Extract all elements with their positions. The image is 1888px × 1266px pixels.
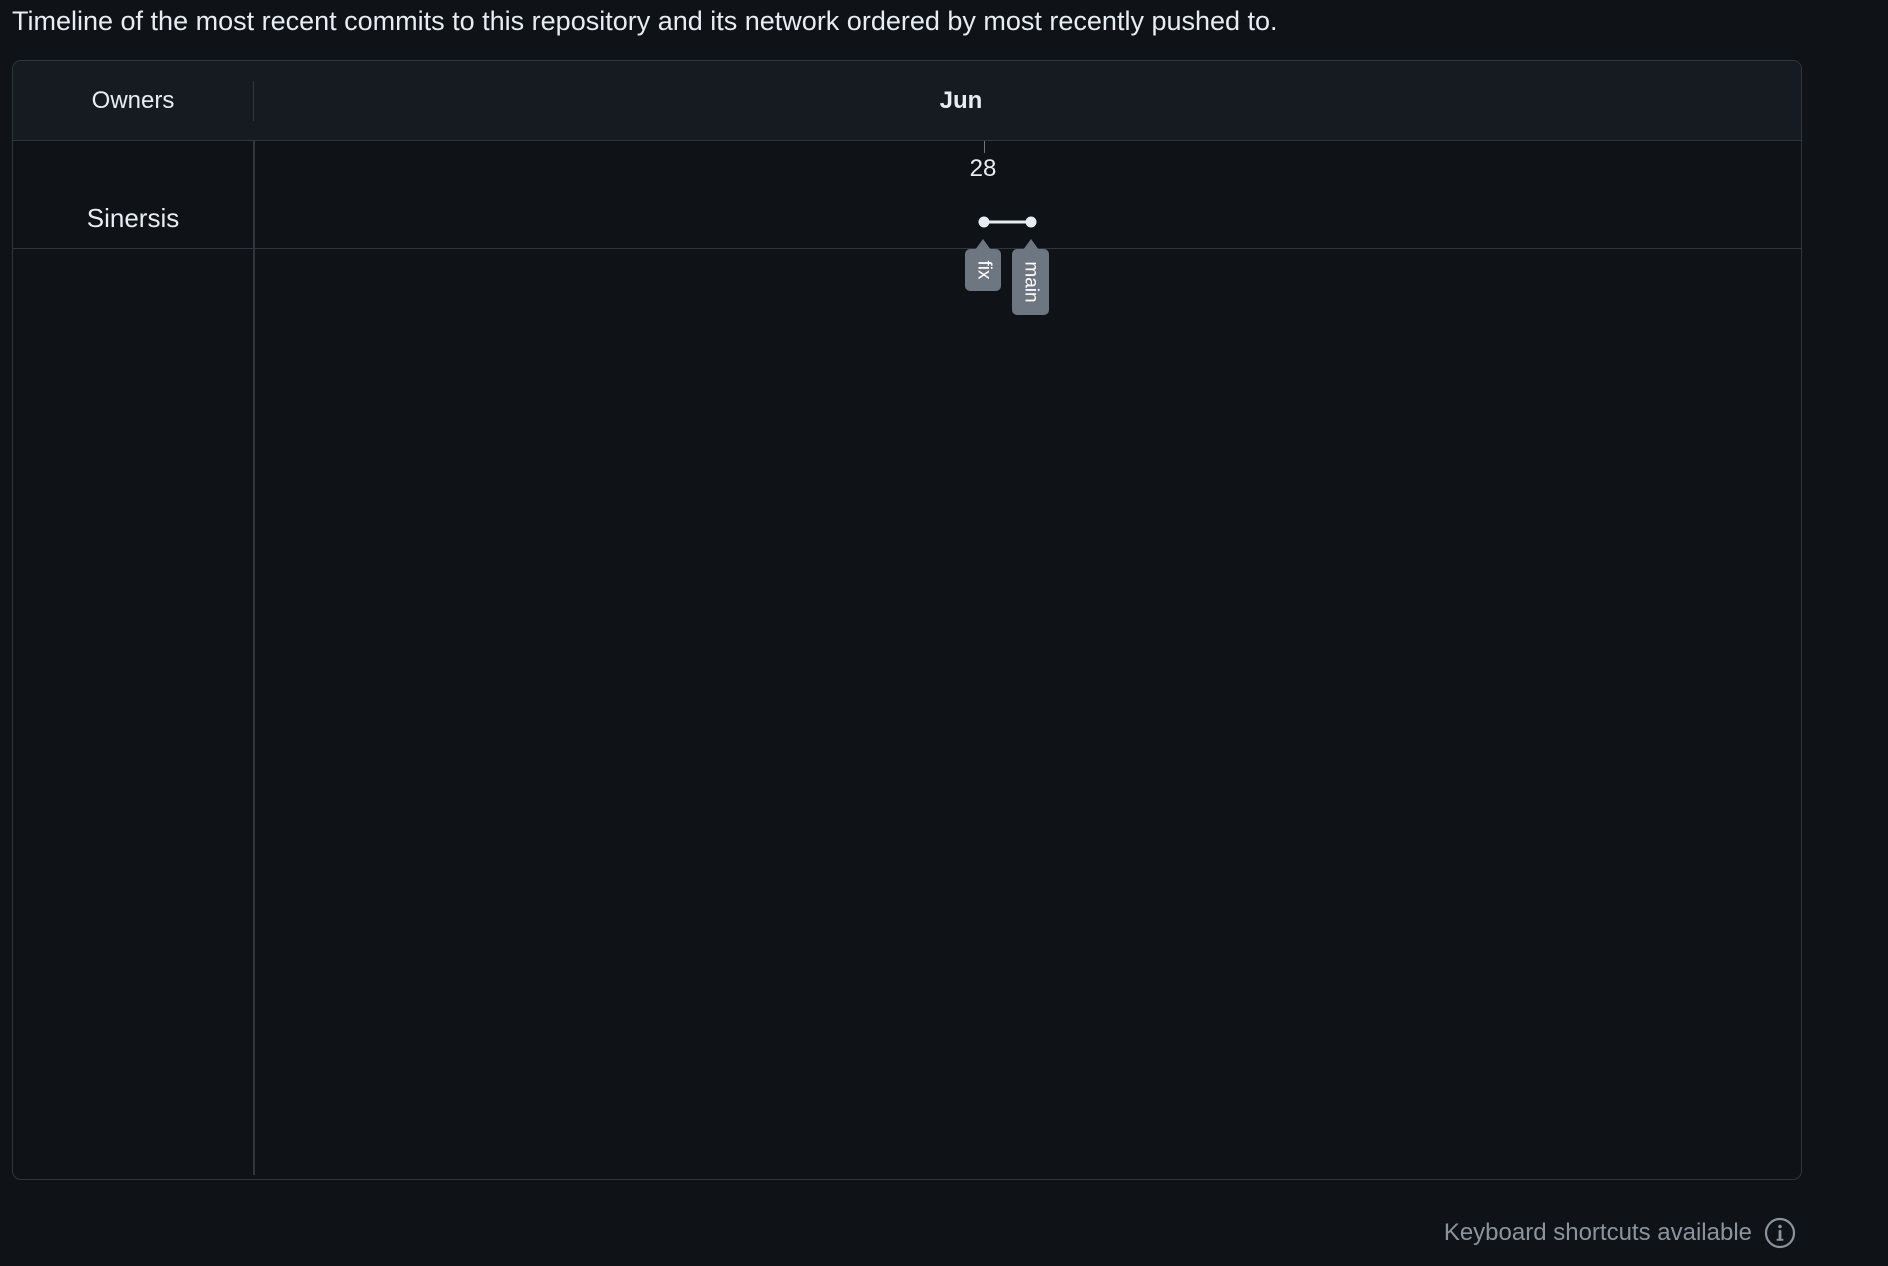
owners-column-header: Owners	[91, 87, 175, 114]
graph-header: Owners Jun	[13, 61, 1801, 141]
day-label: 28	[969, 155, 997, 182]
keyboard-shortcuts-hint[interactable]: Keyboard shortcuts available	[1444, 1217, 1796, 1249]
owners-column-divider	[253, 141, 255, 1175]
owner-row: Sinersis	[13, 141, 1801, 249]
branch-tag-main[interactable]: main	[1012, 249, 1049, 315]
owner-name[interactable]: Sinersis	[86, 203, 180, 233]
keyboard-shortcuts-text: Keyboard shortcuts available	[1443, 1219, 1752, 1246]
day-tick	[984, 141, 985, 153]
branch-tag-fix[interactable]: fix	[965, 249, 1001, 291]
header-divider	[253, 81, 254, 121]
info-icon[interactable]	[1764, 1217, 1796, 1249]
month-label: Jun	[939, 87, 983, 114]
network-graph[interactable]: Owners Jun Sinersis 28 fix main	[12, 60, 1802, 1180]
intro-description: Timeline of the most recent commits to t…	[12, 6, 1278, 36]
branch-tag-label: main	[1020, 261, 1042, 303]
branch-tag-label: fix	[973, 260, 994, 280]
